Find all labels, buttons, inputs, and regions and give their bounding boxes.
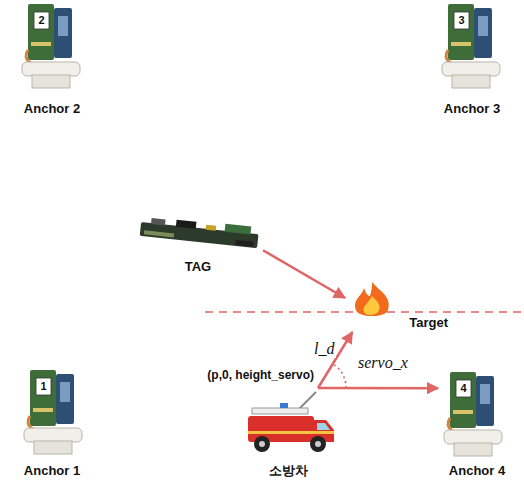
tag-board [144, 230, 174, 237]
anchor-node: Anchor 2 [14, 0, 90, 118]
fire-truck [298, 392, 316, 410]
fire-truck [248, 392, 334, 452]
fire-truck [248, 431, 334, 434]
anchor-node: Anchor 4 [438, 368, 516, 480]
tag-board [176, 220, 197, 229]
node-label: TAG [183, 258, 213, 276]
angle-arc [333, 364, 346, 388]
arrow-connector [318, 387, 438, 390]
tag-board [206, 225, 216, 231]
target-node: Target [345, 278, 450, 332]
node-label: Anchor 2 [22, 100, 82, 118]
callout-number: 1 [40, 380, 46, 393]
anchor-device [24, 370, 82, 454]
anchor-node: Anchor 3 [432, 0, 512, 118]
angle-label: servo_x [356, 354, 410, 372]
tag-board [140, 215, 260, 248]
fire-icon [364, 296, 380, 315]
node-label: 소방차 [267, 462, 310, 480]
fire-truck [317, 423, 330, 430]
fire-truck [315, 441, 321, 447]
anchor-device [444, 372, 502, 456]
node-label: Anchor 1 [22, 462, 82, 480]
tag-board [140, 222, 259, 248]
truck-node: 소방차 [238, 388, 338, 480]
callout-number: 4 [460, 382, 466, 395]
node-label: Anchor 3 [442, 100, 502, 118]
fire-truck [310, 436, 326, 452]
anchor-node: Anchor 1 [14, 368, 90, 480]
tag-node: TAG [133, 220, 263, 276]
tag-board [151, 218, 166, 225]
fire-truck [280, 403, 288, 408]
callout-number: 2 [38, 14, 44, 27]
coordinate-label: (p,0, height_servo) [207, 369, 314, 383]
node-label: Anchor 4 [447, 462, 507, 480]
anchor-device [22, 4, 80, 88]
fire-truck [254, 436, 270, 452]
fire-icon [355, 282, 389, 316]
node-label: Target [407, 314, 450, 332]
tag-board [235, 240, 253, 247]
callout-number: 3 [458, 14, 464, 27]
anchor-device [442, 4, 500, 88]
fire-truck [259, 441, 265, 447]
edge-label: l_d [312, 340, 336, 358]
arrow-connector [263, 250, 345, 298]
fire-truck [252, 408, 308, 414]
fire-icon [355, 282, 389, 316]
tag-board [225, 224, 252, 235]
